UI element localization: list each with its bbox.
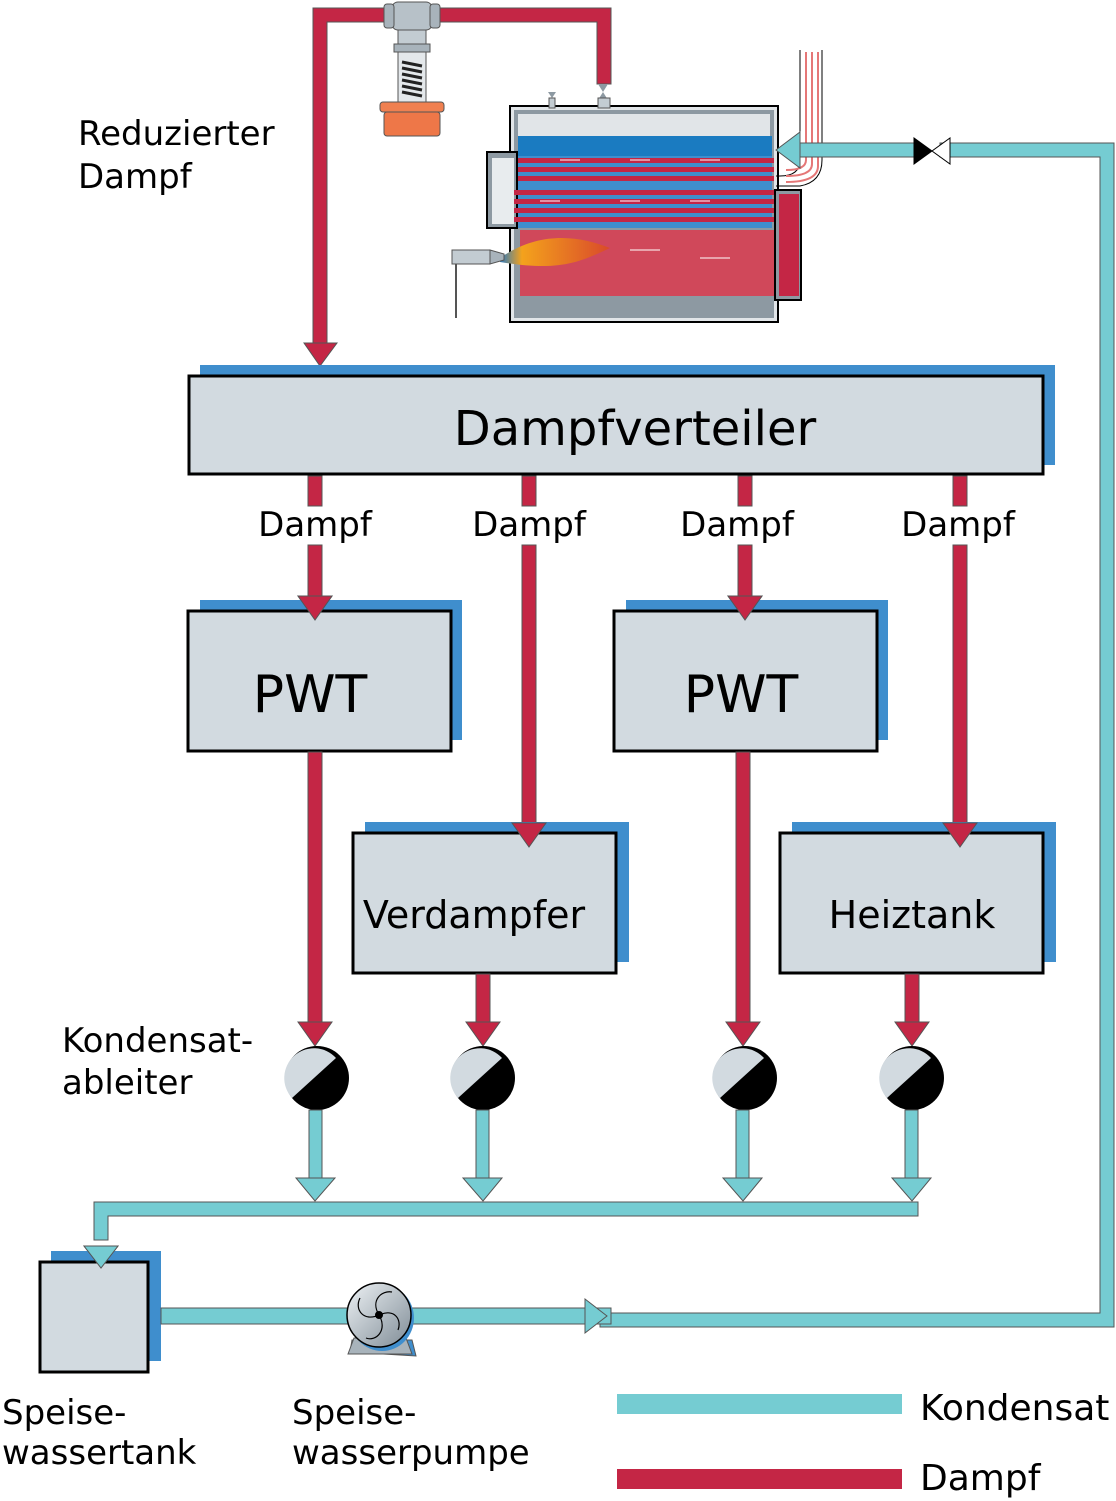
feedwater-tank-label-line: Speise- [2,1393,126,1433]
steam-trap-label-line: Kondensat- [62,1021,253,1061]
condensate-drop-pipes [297,751,930,1047]
evaporator-label: Verdampfer [363,893,586,937]
heat-exchanger-2: PWT [612,595,888,753]
feedwater-pump-label-line: Speise- [292,1393,416,1433]
condensate-collector-pipes [82,1109,933,1269]
legend: Kondensat Dampf [617,1388,1109,1499]
valve-icon [913,137,951,165]
feedwater-tank [38,1245,161,1374]
heat-exchanger-1: PWT [186,595,462,753]
steam-trap-label-line: ableiter [62,1063,192,1103]
branch-steam-label: Dampf [680,505,795,545]
legend-swatch [617,1469,902,1489]
steam-trap-icon [712,1046,777,1110]
heating-tank-label: Heiztank [829,893,996,937]
feedwater-pump-label: Speise- wasserpumpe [292,1393,530,1473]
steam-trap-icon [879,1046,944,1110]
branch-steam-labels: Dampf Dampf Dampf Dampf [258,505,1016,545]
legend-swatch [617,1394,902,1414]
heating-tank: Heiztank [778,822,1056,975]
reduced-steam-label-line: Dampf [78,157,193,197]
legend-item-steam: Dampf [617,1458,1042,1499]
feedwater-tank-label-line: wassertank [2,1433,197,1473]
feedwater-tank-label: Speise- wassertank [2,1393,197,1473]
steam-boiler-icon [451,50,823,323]
legend-label: Dampf [920,1458,1042,1499]
centrifugal-pump-icon [346,1282,417,1357]
pressure-reducing-valve-icon [379,1,445,137]
heat-exchanger-1-label: PWT [253,665,368,725]
legend-item-condensate: Kondensat [617,1388,1109,1429]
branch-steam-label: Dampf [472,505,587,545]
steam-trap-icon [284,1046,349,1110]
feedwater-pump-label-line: wasserpumpe [292,1433,530,1473]
condensate-return-pipe [599,131,1115,1328]
steam-trap-icon [450,1046,515,1110]
reduced-steam-label-line: Reduzierter [78,114,275,154]
branch-steam-pipes [297,475,978,848]
branch-steam-label: Dampf [258,505,373,545]
reduced-steam-label: Reduzierter Dampf [78,114,275,197]
branch-steam-label: Dampf [901,505,1016,545]
steam-trap-label: Kondensat- ableiter [62,1021,253,1103]
steam-distributor: Dampfverteiler [187,365,1055,476]
steam-distributor-label: Dampfverteiler [454,401,817,457]
heat-exchanger-2-label: PWT [684,665,799,725]
evaporator: Verdampfer [351,822,629,975]
legend-label: Kondensat [920,1388,1109,1429]
